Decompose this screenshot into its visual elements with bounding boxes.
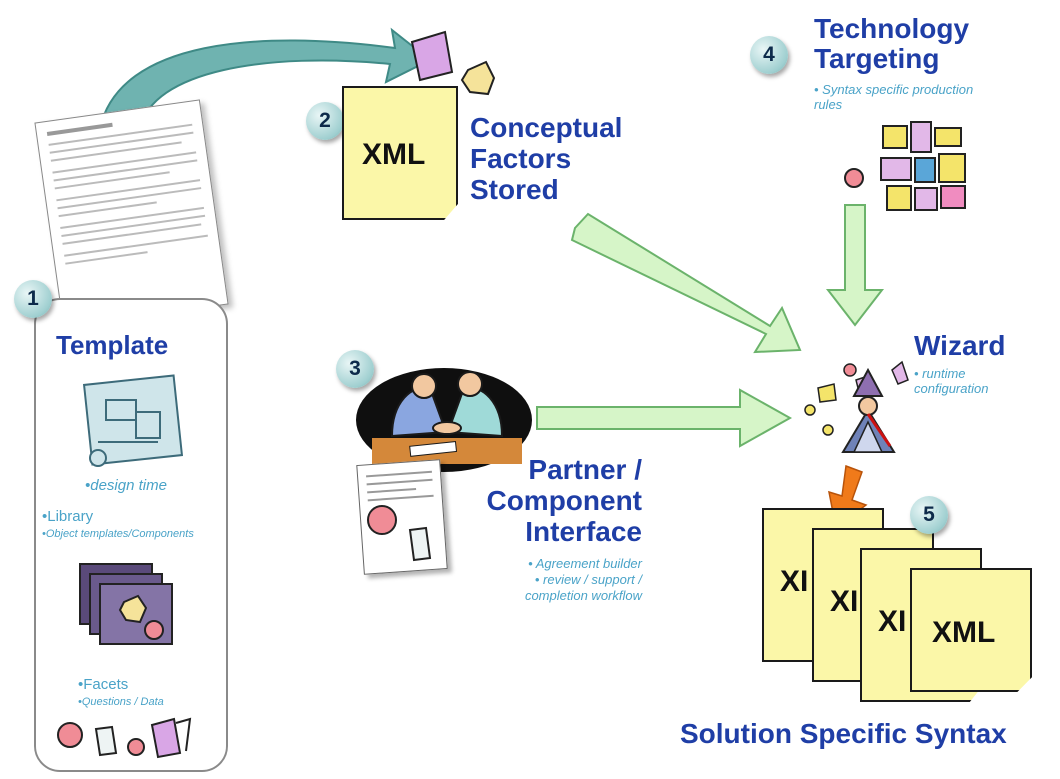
arrow-technology-to-wizard <box>825 204 885 327</box>
partner-note-line2: • review / support / <box>534 572 642 587</box>
technology-title: Technology Targeting <box>814 14 969 74</box>
template-design-time: •design time <box>85 477 167 494</box>
template-title: Template <box>56 330 169 360</box>
technology-title-line2: Targeting <box>814 43 940 74</box>
step-2-badge: 2 <box>306 102 344 140</box>
red-dot-icon <box>844 168 864 188</box>
template-object-templates: •Object templates/Components <box>42 528 194 540</box>
template-document-image <box>34 99 229 328</box>
template-questions-data: •Questions / Data <box>78 696 164 708</box>
syntax-pieces-icon <box>880 121 966 211</box>
conceptual-title: Conceptual Factors Stored <box>470 112 622 205</box>
conceptual-title-line3: Stored <box>470 174 559 205</box>
partner-title-line2: Component <box>486 485 642 516</box>
conceptual-title-line1: Conceptual <box>470 112 623 143</box>
components-stack-icon <box>79 563 173 645</box>
partner-note-line1: • Agreement builder <box>528 556 642 571</box>
partner-note: • Agreement builder • review / support /… <box>440 556 642 604</box>
partner-note-line3: completion workflow <box>524 588 642 603</box>
partner-title: Partner / Component Interface <box>470 454 642 547</box>
template-facets: •Facets <box>78 676 129 693</box>
template-panel <box>34 298 228 772</box>
conceptual-xml-label: XML <box>362 138 426 171</box>
step-1-badge: 1 <box>14 280 52 318</box>
technology-note-line2: rules <box>814 97 843 112</box>
solution-xml-partial-2: XI <box>830 585 859 618</box>
technology-title-line1: Technology <box>814 13 970 44</box>
wizard-note-line2: configuration <box>914 381 989 396</box>
wizard-note: • runtime configuration <box>914 366 988 396</box>
purple-card-icon <box>410 30 454 82</box>
wizard-icon <box>804 360 909 453</box>
cube-icon <box>460 60 496 96</box>
step-5-badge: 5 <box>910 496 948 534</box>
blueprint-icon <box>82 374 184 467</box>
wizard-title: Wizard <box>914 330 1006 361</box>
handshake-meeting-icon <box>356 368 532 472</box>
facets-shapes-icon <box>57 717 192 759</box>
wizard-note-line1: • runtime <box>914 366 966 381</box>
technology-note: • Syntax specific production rules <box>814 82 1054 112</box>
solution-xml-partial-1: XI <box>780 565 809 598</box>
arrow-partner-to-wizard <box>536 388 793 448</box>
arrow-conceptual-to-wizard <box>570 212 802 354</box>
solution-xml-full: XML <box>932 616 996 649</box>
solution-title: Solution Specific Syntax <box>680 718 1007 749</box>
partner-title-line1: Partner / <box>528 454 642 485</box>
conceptual-title-line2: Factors <box>470 143 572 174</box>
partner-title-line3: Interface <box>525 516 642 547</box>
curved-arrow <box>98 27 432 132</box>
step-4-badge: 4 <box>750 36 788 74</box>
solution-xml-partial-3: XI <box>878 605 907 638</box>
template-library: •Library <box>42 508 94 525</box>
solution-xml-document-4: XML <box>910 568 1032 692</box>
technology-note-line1: • Syntax specific production <box>814 82 974 97</box>
step-3-badge: 3 <box>336 350 374 388</box>
conceptual-xml-document: XML <box>342 86 458 220</box>
agreement-seal-icon <box>367 505 432 562</box>
